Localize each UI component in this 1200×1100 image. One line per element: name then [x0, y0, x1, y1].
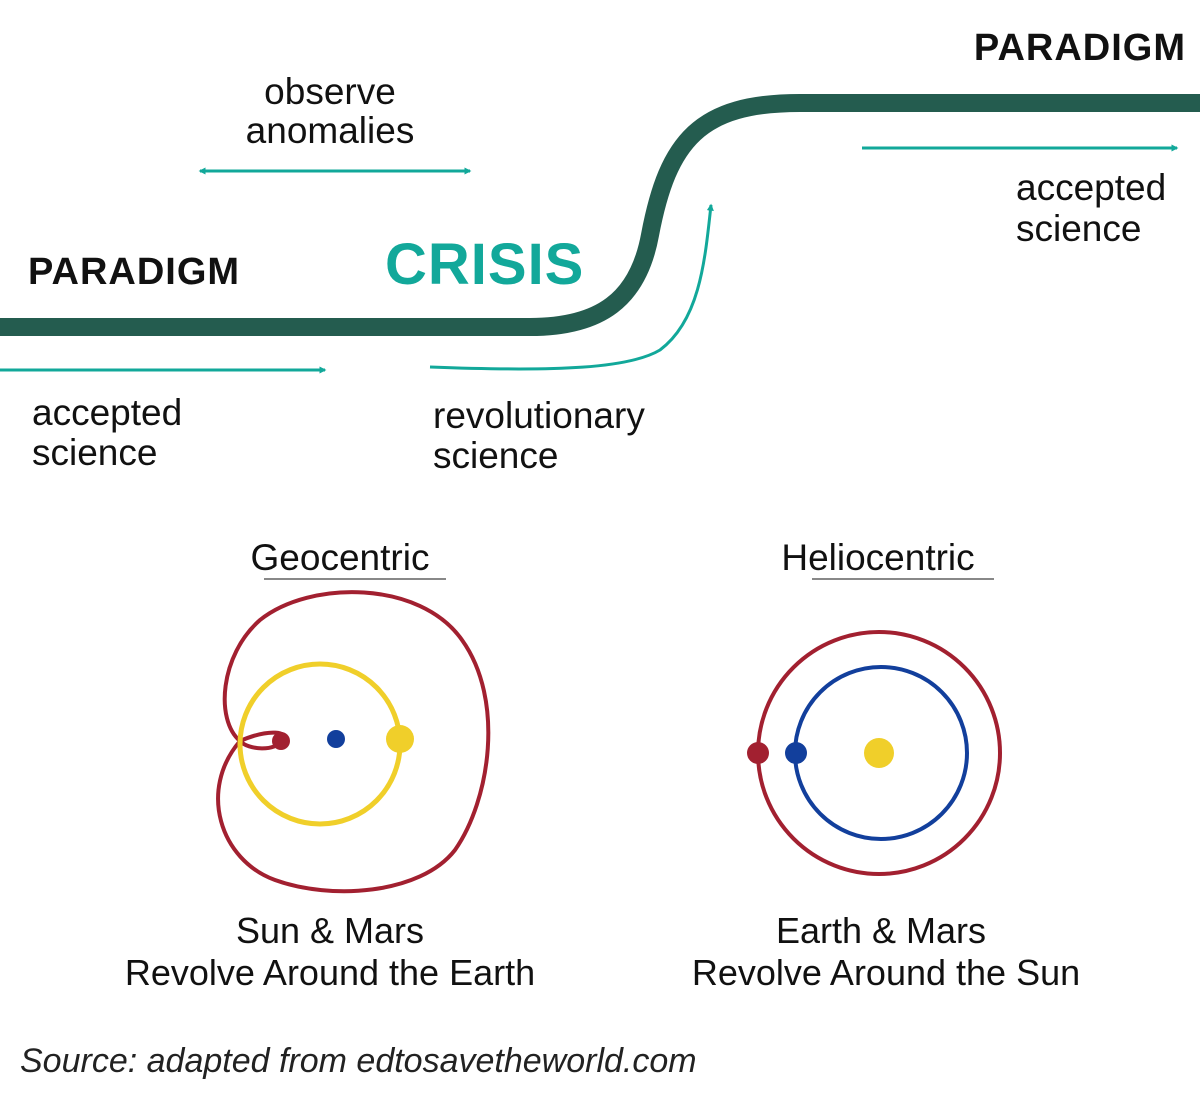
revolutionary-line2: science: [433, 435, 558, 476]
paradigm-left-label: PARADIGM: [28, 251, 240, 293]
accepted-right-line1: accepted: [1016, 167, 1166, 208]
geocentric-caption-line1: Sun & Mars: [236, 910, 424, 951]
mars-dot-geocentric: [272, 732, 290, 750]
observe-label-line1: observe: [264, 71, 396, 112]
accepted-left-line2: science: [32, 432, 157, 473]
earth-dot-heliocentric: [785, 742, 807, 764]
heliocentric-caption-line1: Earth & Mars: [776, 910, 986, 951]
geocentric-title: Geocentric: [251, 537, 430, 578]
accepted-right-line2: science: [1016, 208, 1141, 249]
revolutionary-line1: revolutionary: [433, 395, 645, 436]
sun-dot-geocentric: [386, 725, 414, 753]
revolutionary-science-arrow: [429, 203, 714, 371]
paradigm-right-label: PARADIGM: [974, 27, 1186, 69]
accepted-left-line1: accepted: [32, 392, 182, 433]
mars-orbit-geocentric: [216, 590, 491, 894]
observe-label-line2: anomalies: [246, 110, 415, 151]
crisis-label: CRISIS: [385, 232, 584, 297]
paradigm-curve: [0, 94, 1200, 336]
earth-dot-geocentric: [327, 730, 345, 748]
heliocentric-title: Heliocentric: [781, 537, 974, 578]
sun-dot-heliocentric: [864, 738, 894, 768]
heliocentric-caption-line2: Revolve Around the Sun: [692, 952, 1080, 993]
mars-dot-heliocentric: [747, 742, 769, 764]
source-credit: Source: adapted from edtosavetheworld.co…: [20, 1042, 697, 1080]
geocentric-caption-line2: Revolve Around the Earth: [125, 952, 535, 993]
sun-orbit-geocentric: [237, 661, 403, 827]
